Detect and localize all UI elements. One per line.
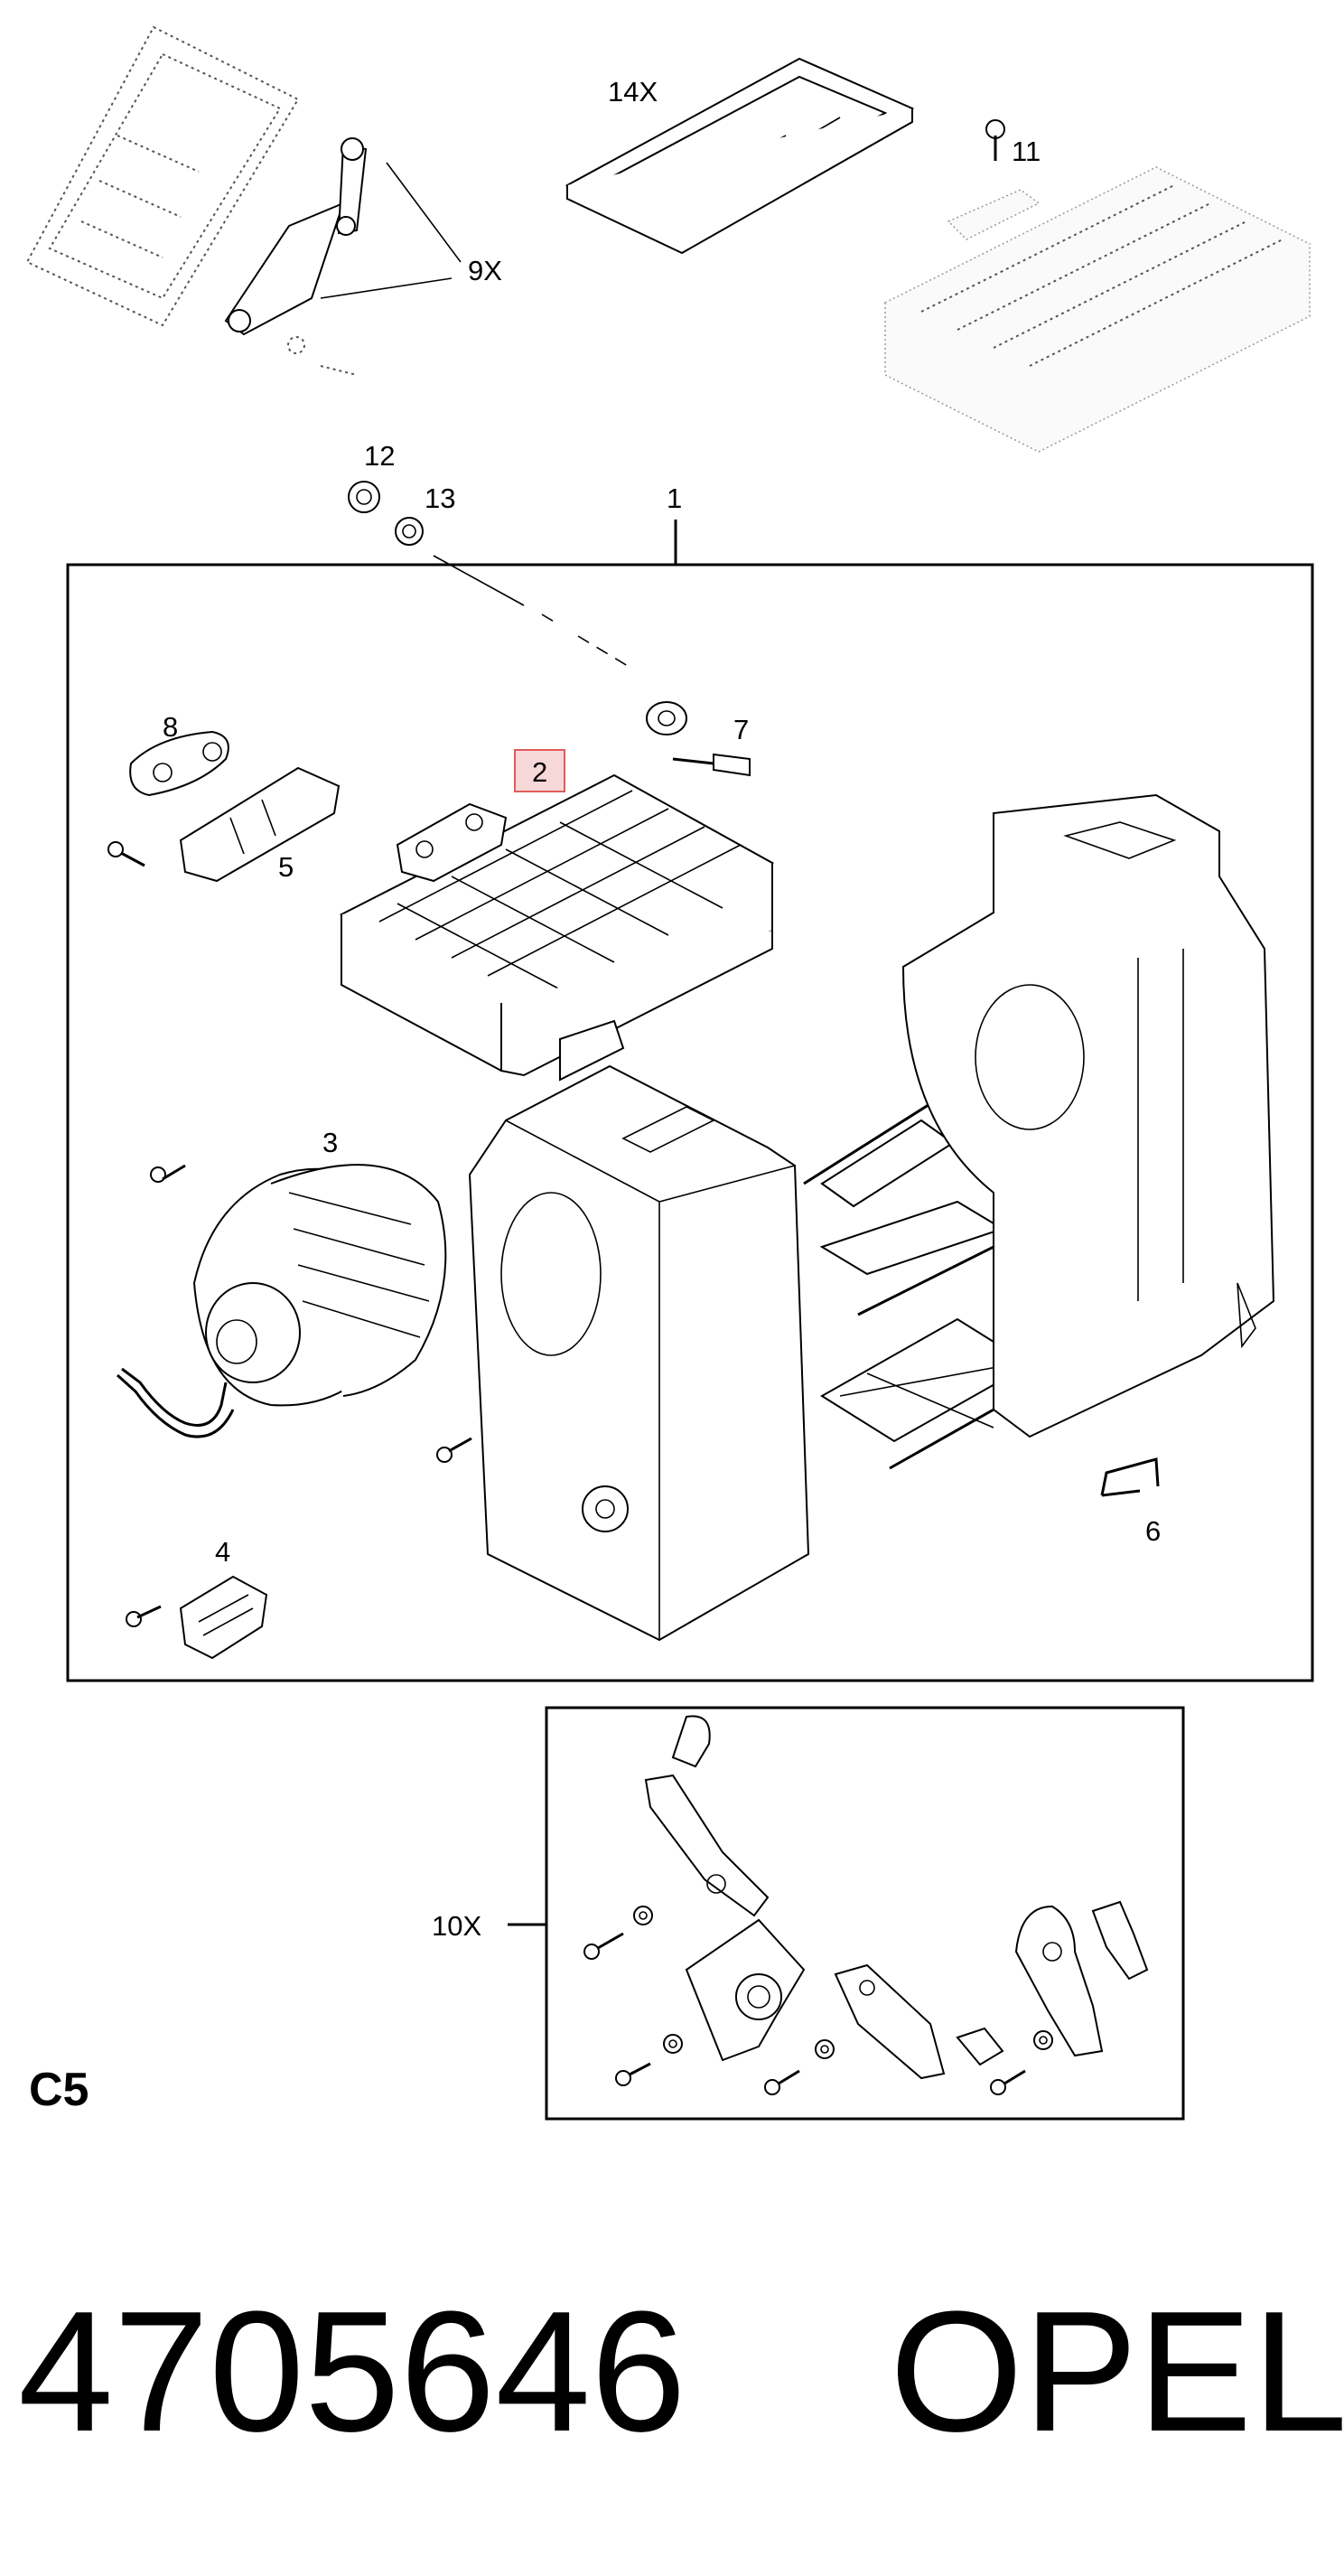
lever-plate	[685, 1918, 806, 2062]
callout-7: 7	[733, 714, 749, 745]
lever-kit-frame	[545, 1706, 1185, 2121]
seal-frame	[565, 57, 915, 255]
callout-8: 8	[163, 711, 178, 743]
lever-cam	[1014, 1905, 1104, 2057]
callout-12: 12	[364, 440, 395, 472]
screw-housing	[436, 1437, 472, 1463]
washer-sub-3	[815, 2039, 835, 2059]
flap-lever-assembly	[224, 137, 368, 376]
callout-2-highlight	[514, 749, 565, 792]
air-vent-grille-ghost	[25, 25, 300, 327]
callout-1: 1	[667, 482, 682, 514]
callout-9x: 9X	[468, 255, 502, 286]
resistor-4	[179, 1575, 268, 1660]
callout-5: 5	[278, 851, 294, 883]
callout-2: 2	[532, 756, 547, 788]
callout-6: 6	[1145, 1515, 1161, 1547]
callout-3: 3	[322, 1127, 338, 1158]
heater-housing-right	[901, 793, 1275, 1438]
heater-core-2	[339, 773, 775, 1077]
screw-5	[107, 841, 145, 867]
washer-sub-4	[1033, 2030, 1053, 2050]
lever-bushing	[956, 2027, 1004, 2066]
screw-4	[126, 1605, 162, 1627]
washer-sub-1	[633, 1906, 653, 1925]
heater-housing-assembly-frame	[66, 563, 1314, 1682]
nut-12	[348, 481, 380, 513]
callout-4: 4	[215, 1536, 230, 1568]
lever-link	[834, 1963, 946, 2080]
callout-11: 11	[1012, 136, 1041, 167]
screw-sub-2	[615, 2062, 651, 2086]
clip-6	[1100, 1457, 1160, 1497]
leader-13-a	[433, 555, 525, 606]
callout-10x: 10X	[432, 1910, 481, 1942]
bracket-5	[179, 766, 341, 883]
leader-13-b	[541, 614, 633, 670]
brand-name: OPEL	[890, 2276, 1344, 2468]
bolt-7	[672, 753, 751, 777]
washer-main	[646, 701, 687, 735]
screw-11	[985, 119, 1005, 161]
callout-13: 13	[425, 482, 455, 514]
leader-9x-a	[386, 162, 462, 263]
screw-sub-4	[990, 2069, 1026, 2095]
screw-3	[150, 1164, 186, 1183]
lever-arm	[644, 1715, 770, 1917]
heater-housing-left	[468, 1019, 810, 1642]
section-code: C5	[29, 2064, 89, 2116]
washer-13	[395, 517, 424, 546]
lever-pivot	[1091, 1900, 1149, 1981]
callout-14x: 14X	[608, 76, 658, 108]
part-number: 4705646	[18, 2276, 686, 2468]
heater-core-ghost	[883, 166, 1311, 453]
blower-motor-3	[116, 1164, 447, 1438]
gasket-8	[129, 730, 229, 797]
screw-sub-1	[583, 1932, 624, 1960]
screw-sub-3	[764, 2069, 800, 2095]
washer-sub-2	[663, 2034, 683, 2054]
leader-9x-b	[320, 277, 453, 299]
